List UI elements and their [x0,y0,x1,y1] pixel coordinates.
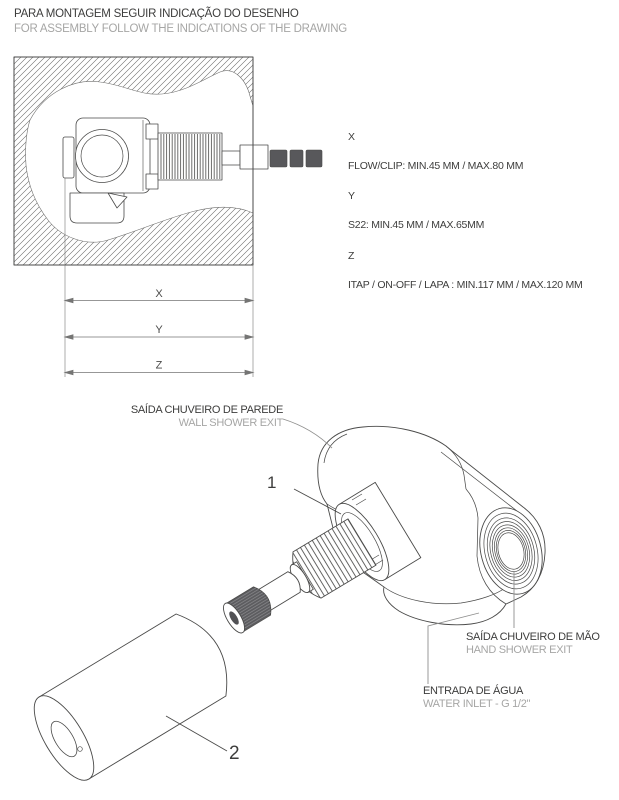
callout-water-inlet-pt: ENTRADA DE ÁGUA [423,685,524,697]
leader-part1 [293,488,342,515]
valve-foot [69,192,125,224]
valve-side-tab [62,136,75,179]
page-header: PARA MONTAGEM SEGUIR INDICAÇÃO DO DESENH… [14,7,347,37]
wall-cross-section [13,56,323,266]
cartridge-thread-texture [159,134,221,179]
body-slope-line [440,451,518,512]
cartridge-collar-bottom [145,173,159,190]
spec-s22: S22: MIN.45 MM / MAX.65MM [348,219,485,231]
spec-x-label: X [348,131,355,143]
cartridge-collar-top [145,123,159,140]
wall-section-border [13,56,254,266]
dim-label-y: Y [155,324,163,336]
dim-label-x: X [155,288,163,300]
spindle-block [239,144,269,170]
inlet-bulge-line [383,586,506,605]
valve-port-inner [80,134,124,178]
callout-hand-shower: SAÍDA CHUVEIRO DE MÃO HAND SHOWER EXIT [466,631,600,657]
callout-water-inlet: ENTRADA DE ÁGUA WATER INLET - G 1/2" [423,685,530,711]
isometric-exploded-view [33,425,546,781]
port-body-junction [476,555,507,605]
dimension-lines: X Y Z [63,178,255,377]
sleeve-hole [50,720,78,758]
body-mid-facet [465,488,479,557]
part-number-2: 2 [229,743,240,764]
hand-shower-port [479,507,543,595]
spline-segment [269,149,288,168]
spindle-neck [221,150,241,166]
nut-slot [351,493,367,506]
body-right-facet [445,445,467,490]
valve-section [62,117,323,224]
part-number-1: 1 [267,473,277,492]
callout-wall-shower-pt: SAÍDA CHUVEIRO DE PAREDE [130,404,283,416]
callout-wall-shower-en: WALL SHOWER EXIT [178,417,284,429]
spec-itap: ITAP / ON-OFF / LAPA : MIN.117 MM / MAX.… [348,279,583,291]
valve-port-outer [75,129,129,183]
header-title-pt: PARA MONTAGEM SEGUIR INDICAÇÃO DO DESENH… [14,8,299,20]
cartridge-thread-iso-texture [292,518,376,599]
spline-tip-hole [229,611,239,625]
callout-water-inlet-en: WATER INLET - G 1/2" [423,698,531,710]
sleeve-pin-hole [77,746,83,752]
header-title-en: FOR ASSEMBLY FOLLOW THE INDICATIONS OF T… [14,23,347,35]
spline-segment [289,149,304,168]
leader-part2 [165,715,228,752]
callout-hand-shower-en: HAND SHOWER EXIT [466,644,573,656]
spec-flow-clip: FLOW/CLIP: MIN.45 MM / MAX.80 MM [348,160,524,172]
spline-segment [305,149,323,168]
callout-wall-shower: SAÍDA CHUVEIRO DE PAREDE WALL SHOWER EXI… [80,404,283,430]
dim-label-z: Z [156,360,163,372]
tube-inner-curve [323,433,348,464]
callout-hand-shower-pt: SAÍDA CHUVEIRO DE MÃO [466,631,600,643]
spec-y-label: Y [348,190,355,202]
leader-wall-shower [282,418,333,449]
leader-lines [165,418,515,752]
leader-water-inlet [427,612,480,684]
valve-spout [107,192,128,209]
spec-z-label: Z [348,250,355,262]
